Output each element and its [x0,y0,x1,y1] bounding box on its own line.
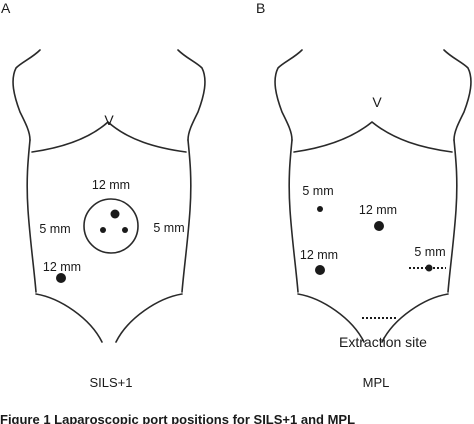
panel-b-torso [274,49,472,343]
panel-a-caption: SILS+1 [89,375,132,390]
sils-port-5mm-right [122,227,128,233]
torso-b-left-arm [274,49,303,141]
label-a-12mm-umbilical: 12 mm [92,178,130,192]
torso-a-left-side [26,139,37,293]
torso-b-right-arm [443,49,472,141]
torso-a-groin-right [115,293,183,343]
label-b-5mm-upper-left: 5 mm [302,184,333,198]
torso-a-ribcage [31,121,187,153]
label-a-5mm-left: 5 mm [39,222,70,236]
lower-left-12mm-port-a [56,273,66,283]
port-b-5mm-upper-left [317,206,323,212]
label-b-12mm-center: 12 mm [359,203,397,217]
torso-b-left-side [288,139,299,293]
sils-port-12mm [110,209,120,219]
torso-b-ribcage [293,121,453,153]
port-b-12mm-lower-left [315,265,325,275]
panel-b-letter: B [256,0,265,16]
label-b-12mm-lower-left: 12 mm [300,248,338,262]
figure-caption-fragment: Figure 1 Laparoscopic port positions for… [0,412,355,424]
label-b-5mm-lower-right: 5 mm [414,245,445,259]
panel-b-caption: MPL [363,375,390,390]
sils-umbilical-port [83,198,139,254]
torso-a-right-side [181,139,192,293]
panel-b-apex-mark: V [372,94,382,110]
torso-b-right-side [447,139,458,293]
port-b-12mm-center [374,221,384,231]
label-b-extraction-site: Extraction site [339,334,427,350]
label-a-12mm-lower-left: 12 mm [43,260,81,274]
torso-b-groin-right [381,293,449,343]
label-a-5mm-right: 5 mm [153,221,184,235]
panel-a-torso [12,49,206,343]
panel-a-apex-mark: V [104,112,114,128]
sils-port-5mm-left [100,227,106,233]
torso-a-groin-left [35,293,103,343]
panel-a-letter: A [1,0,11,16]
torso-a-left-arm [12,49,41,141]
torso-a-right-arm [177,49,206,141]
torso-b-groin-left [297,293,365,343]
